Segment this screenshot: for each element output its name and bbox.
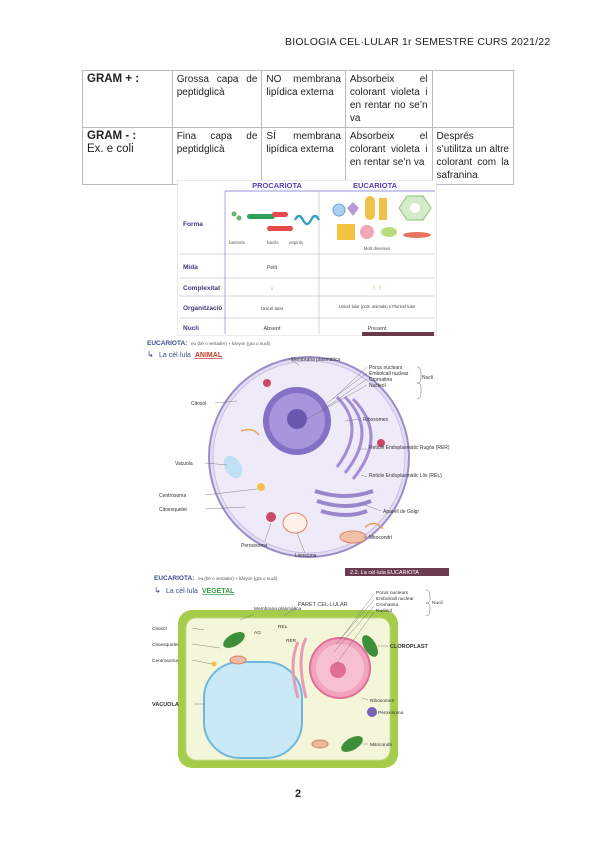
nucli-euc: Present <box>368 326 387 332</box>
vegetal-label-porus: Porus nuclears <box>376 590 409 596</box>
vegetal-label-nucli: Nucli <box>432 600 443 606</box>
vegetal-label-membrana: Membrana plasmàtica <box>254 606 302 612</box>
page-number: 2 <box>295 788 302 800</box>
row-forma: Forma <box>183 221 203 228</box>
row-sublabel: Ex. e coli <box>87 143 134 155</box>
nucli-pro: Absent <box>263 326 281 332</box>
animal-label-citosol: Citosol <box>191 401 206 407</box>
vegetal-label-mitocondri: Mitocondri <box>370 742 392 748</box>
row-label: GRAM - : <box>87 130 137 142</box>
animal-label-porus: Porus nuclears <box>369 365 403 371</box>
vegetal-title-prefix: EUCARIOTA: <box>154 575 194 582</box>
table-cell: NO membrana lipídica externa <box>261 70 346 128</box>
animal-label-membrana: Membrana plasmàtica <box>291 357 340 363</box>
vegetal-subtitle-b: VEGETAL <box>202 588 235 595</box>
vegetal-label-cromatina: Cromatina <box>376 602 398 608</box>
animal-label-centrosoma: Centrosoma <box>159 493 186 499</box>
animal-label-mitocondri: Mitocondri <box>369 535 392 541</box>
forma-euc-label: Molt diverses <box>364 246 391 251</box>
vegetal-label-peroxisoma: Peroxisoma <box>378 710 404 716</box>
table-cell: Grossa capa de peptidglicà <box>171 70 263 128</box>
vegetal-label-ribosomes: Ribosomes <box>370 698 395 704</box>
vegetal-banner: 2.2. La cèl·lula EUCARIOTA <box>350 570 419 576</box>
vegetal-label-vacuola: VACUOLA <box>152 702 179 708</box>
org-pro: Unicel·lular <box>261 306 284 311</box>
table-row: GRAM + : Grossa capa de peptidglicà NO m… <box>82 70 515 128</box>
svg-text:La cèl·lula ANIMAL: La cèl·lula ANIMAL <box>159 352 223 359</box>
animal-subtitle-a: La cèl·lula <box>159 352 191 359</box>
animal-label-rer: Reticle Endoplasmàtic Rugós (RER) <box>369 445 450 451</box>
table-row: GRAM - : Ex. e coli Fina capa de peptidg… <box>82 127 515 185</box>
complex-euc: ↑ ↑ <box>373 285 382 292</box>
svg-text:EUCARIOTA: eu (bé o vertad: EUCARIOTA: eu (bé o vertader) + kàryon (… <box>147 340 271 347</box>
animal-label-golgi: Aparell de Golgi <box>383 509 419 515</box>
vegetal-label-ag: AG <box>254 630 261 636</box>
row-organitzacio: Organització <box>183 305 222 312</box>
animal-label-embolcall: Embolcall nuclear <box>369 371 409 377</box>
arrow-icon: ↳ <box>154 586 161 595</box>
animal-label-rel: Reticle Endoplasmàtic Llis (REL) <box>369 473 442 479</box>
table-cell: SÍ membrana lipídica externa <box>261 127 346 185</box>
table-cell: Fina capa de peptidglicà <box>171 127 263 185</box>
row-complexitat: Complexitat <box>183 285 221 292</box>
animal-title-prefix: EUCARIOTA: <box>147 340 187 347</box>
table-cell: Després s’utilitza un altre colorant com… <box>431 127 515 185</box>
table-cell <box>431 70 515 128</box>
row-nucli: Nucli <box>183 325 199 332</box>
animal-label-vacuola: Vacuola <box>175 461 193 467</box>
vegetal-label-nucleol: Nucleol <box>376 608 392 614</box>
org-euc: Unicel·lular (prot. animals) o Pluricel·… <box>339 304 416 309</box>
animal-label-nucleol: Nucleol <box>369 383 386 389</box>
animal-title-suffix: eu (bé o vertader) + kàryon (gra o nucli… <box>191 341 271 346</box>
row-label-cell: GRAM - : Ex. e coli <box>82 127 173 185</box>
animal-label-ribosomes: Ribosomes <box>363 417 389 423</box>
arrow-icon: ↳ <box>147 350 154 359</box>
vegetal-label-rel: REL <box>278 624 288 630</box>
svg-text:EUCARIOTA: eu (bé o vertad: EUCARIOTA: eu (bé o vertader) + kàryon (… <box>154 575 278 582</box>
vegetal-label-rer: RER <box>286 638 297 644</box>
comparison-figure: PROCARIOTA EUCARIOTA Forma Mida Complexi… <box>177 180 437 336</box>
vegetal-label-cloroplast: CLOROPLAST <box>390 644 429 650</box>
vegetal-label-citosol: Citosol <box>152 626 167 632</box>
vegetal-label-embolcall: Embolcall nuclear <box>376 596 414 602</box>
animal-label-nucli: Nucli <box>422 375 433 381</box>
row-mida: Mida <box>183 264 198 271</box>
vegetal-label-citoesquelet: Citoesquelet <box>152 642 179 648</box>
animal-label-citoesquelet: Citoesquelet <box>159 507 187 513</box>
forma-pro-label: bacils <box>267 240 279 245</box>
vegetal-subtitle-a: La cèl·lula <box>166 588 198 595</box>
row-label-cell: GRAM + : <box>82 70 173 128</box>
forma-pro-label: espirils <box>289 240 304 245</box>
table-cell: Absorbeix el colorant violeta i en renta… <box>344 127 433 185</box>
pro-header: PROCARIOTA <box>252 181 302 190</box>
euc-header: EUCARIOTA <box>353 181 398 190</box>
vegetal-label-paret: PARET CEL·LULAR <box>298 602 348 608</box>
vegetal-label-centrosoma: Centrosoma <box>152 658 178 664</box>
animal-cell-figure: EUCARIOTA: eu (bé o vertader) + kàryon (… <box>147 340 450 559</box>
animal-subtitle-b: ANIMAL <box>195 352 223 359</box>
gram-table: GRAM + : Grossa capa de peptidglicà NO m… <box>82 70 515 185</box>
vegetal-title-suffix: eu (bé o vertader) + kàryon (gra o nucli… <box>198 576 278 581</box>
complex-pro: ↓ <box>270 285 274 292</box>
table-cell: Absorbeix el colorant violeta i en renta… <box>344 70 433 128</box>
svg-text:La cèl·lula VEGETAL: La cèl·lula VEGETAL <box>166 588 235 595</box>
animal-label-lisosoma: Lisosoma <box>295 553 317 559</box>
forma-pro-label: bacteris <box>229 240 246 245</box>
page-header: BIOLOGIA CEL·LULAR 1r SEMESTRE CURS 2021… <box>285 36 551 48</box>
animal-label-cromatina: Cromatina <box>369 377 392 383</box>
mida-pro: Petit <box>267 265 278 271</box>
animal-label-peroxisoma: Peroxisoma <box>241 543 268 549</box>
row-label: GRAM + : <box>87 73 140 85</box>
vegetal-cell-figure: 2.2. La cèl·lula EUCARIOTA EUCARIOTA: eu… <box>152 568 449 768</box>
